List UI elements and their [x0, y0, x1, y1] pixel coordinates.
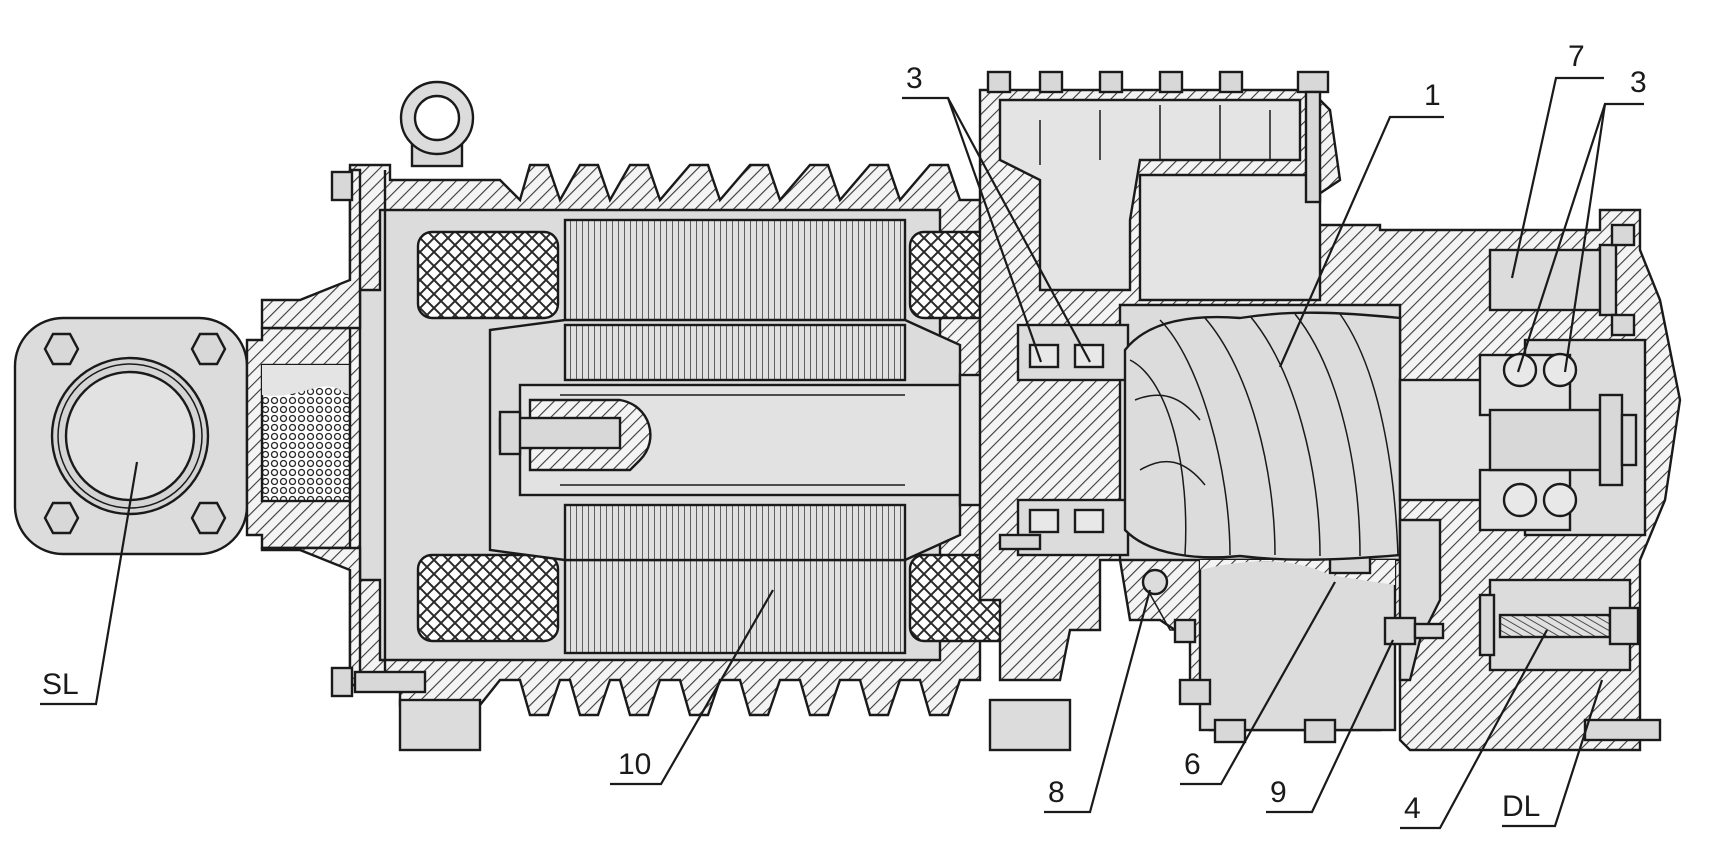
callouts: SL 10 8 6 9 4 DL 1: [40, 40, 1647, 830]
callout-dl: DL: [1502, 679, 1604, 828]
lifting-eye: [399, 80, 475, 168]
label-8: 8: [1048, 776, 1065, 809]
callout-1: 1: [1278, 79, 1444, 368]
label-6: 6: [1184, 748, 1201, 781]
bearing-pair-left: [998, 323, 1130, 557]
callout-4: 4: [1400, 629, 1548, 830]
callout-8: 8: [1044, 589, 1152, 814]
valve-fitting-9: [1383, 616, 1445, 646]
label-3-left: 3: [906, 62, 923, 95]
label-4: 4: [1404, 792, 1421, 825]
label-sl: SL: [42, 668, 79, 701]
oil-fitting-8: [1141, 568, 1197, 644]
label-10: 10: [618, 748, 651, 781]
callout-7: 7: [1510, 40, 1604, 279]
callout-sl: SL: [40, 461, 139, 706]
callout-9: 9: [1266, 639, 1394, 814]
callout-6: 6: [1180, 581, 1336, 786]
rotor: [488, 318, 1022, 562]
label-7: 7: [1568, 40, 1585, 73]
stator-lamination: [563, 218, 907, 655]
flange-bolt-heads: [43, 332, 227, 535]
label-9: 9: [1270, 776, 1287, 809]
label-3-right: 3: [1630, 66, 1647, 99]
discharge-end-housing: [1398, 223, 1662, 742]
callout-3-left: 3: [902, 62, 1091, 363]
suction-flange: [13, 316, 249, 556]
callout-3-right: 3: [1516, 66, 1647, 373]
callout-10: 10: [610, 589, 774, 786]
screw-rotor: [1123, 311, 1402, 561]
label-dl: DL: [1502, 790, 1540, 823]
label-1: 1: [1424, 79, 1441, 112]
